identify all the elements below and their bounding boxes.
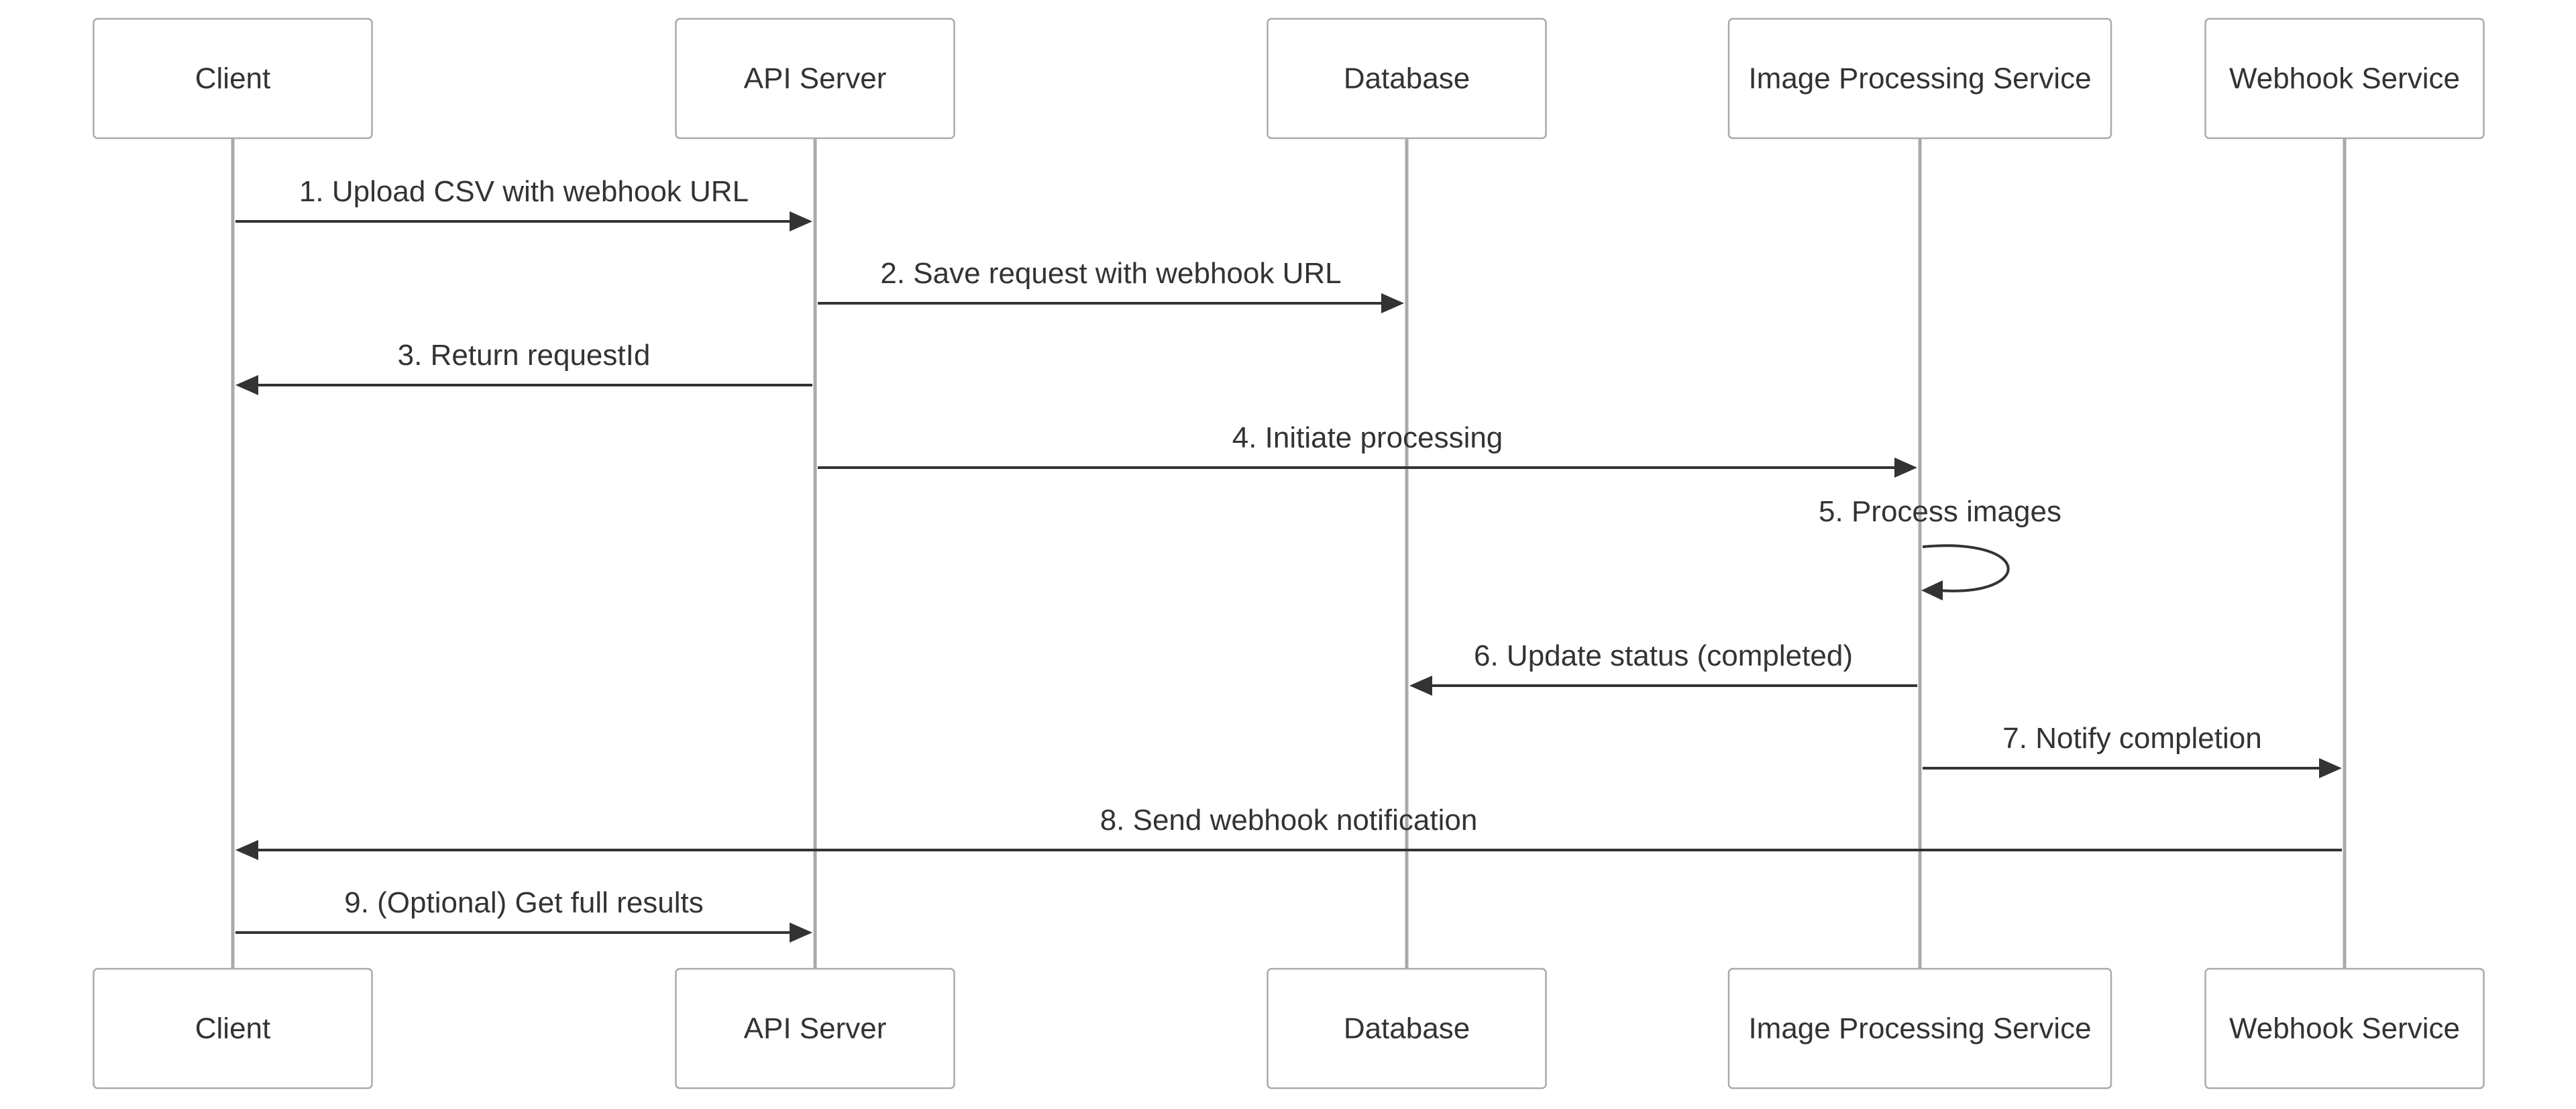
participant-label: Database <box>1344 62 1470 95</box>
participant-label: API Server <box>744 62 887 95</box>
arrowhead <box>790 211 812 231</box>
message-8: 8. Send webhook notification <box>235 804 2342 860</box>
message-label: 5. Process images <box>1819 495 2061 528</box>
message-label: 2. Save request with webhook URL <box>880 257 1341 290</box>
participant-box <box>1727 967 2112 1090</box>
arrowhead <box>1921 580 1943 600</box>
arrowhead <box>1894 458 1917 478</box>
participant-box <box>93 967 373 1090</box>
participant-label: Webhook Service <box>2229 62 2460 95</box>
arrowhead <box>1381 293 1404 313</box>
participant-webhook-top: Webhook Service <box>2204 17 2485 140</box>
arrowhead <box>2319 758 2342 778</box>
participant-api-bottom: API Server <box>675 967 955 1090</box>
arrowhead <box>235 375 258 395</box>
message-label: 7. Notify completion <box>2002 722 2261 755</box>
message-label: 3. Return requestId <box>398 339 651 372</box>
message-7: 7. Notify completion <box>1923 722 2342 778</box>
arrowhead <box>235 840 258 860</box>
participant-box <box>1727 17 2112 140</box>
arrowhead <box>790 922 812 943</box>
participant-label: Image Processing Service <box>1748 1012 2091 1045</box>
participant-box <box>93 17 373 140</box>
participant-label: Client <box>195 1012 271 1045</box>
message-label: 1. Upload CSV with webhook URL <box>299 175 749 208</box>
message-label: 8. Send webhook notification <box>1100 804 1478 837</box>
message-label: 6. Update status (completed) <box>1474 639 1853 672</box>
message-4: 4. Initiate processing <box>818 421 1917 478</box>
self-message-loop <box>1922 544 2010 592</box>
participant-db-bottom: Database <box>1267 967 1547 1090</box>
message-label: 4. Initiate processing <box>1232 421 1503 454</box>
participant-db-top: Database <box>1267 17 1547 140</box>
participant-box <box>2204 967 2485 1090</box>
messages: 1. Upload CSV with webhook URL 2. Save re… <box>235 175 2342 943</box>
participant-ips-bottom: Image Processing Service <box>1727 967 2112 1090</box>
participant-box <box>2204 17 2485 140</box>
message-6: 6. Update status (completed) <box>1409 639 1917 696</box>
message-5: 5. Process images <box>1819 495 2061 600</box>
message-1: 1. Upload CSV with webhook URL <box>235 175 812 231</box>
participant-api-top: API Server <box>675 17 955 140</box>
participant-box <box>1267 967 1547 1090</box>
message-3: 3. Return requestId <box>235 339 812 395</box>
participants-top: Client API Server Database Image Processing… <box>93 17 2485 140</box>
message-2: 2. Save request with webhook URL <box>818 257 1404 313</box>
participant-label: Webhook Service <box>2229 1012 2460 1045</box>
participants-bottom: Client API Server Database Image Processing… <box>93 967 2485 1090</box>
participant-client-bottom: Client <box>93 967 373 1090</box>
participant-label: API Server <box>744 1012 887 1045</box>
arrowhead <box>1409 676 1432 696</box>
participant-label: Client <box>195 62 271 95</box>
lifelines <box>231 138 2347 969</box>
participant-ips-top: Image Processing Service <box>1727 17 2112 140</box>
participant-label: Image Processing Service <box>1748 62 2091 95</box>
participant-box <box>1267 17 1547 140</box>
participant-box <box>675 967 955 1090</box>
participant-label: Database <box>1344 1012 1470 1045</box>
message-label: 9. (Optional) Get full results <box>344 886 704 919</box>
participant-webhook-bottom: Webhook Service <box>2204 967 2485 1090</box>
participant-client-top: Client <box>93 17 373 140</box>
participant-box <box>675 17 955 140</box>
message-9: 9. (Optional) Get full results <box>235 886 812 943</box>
